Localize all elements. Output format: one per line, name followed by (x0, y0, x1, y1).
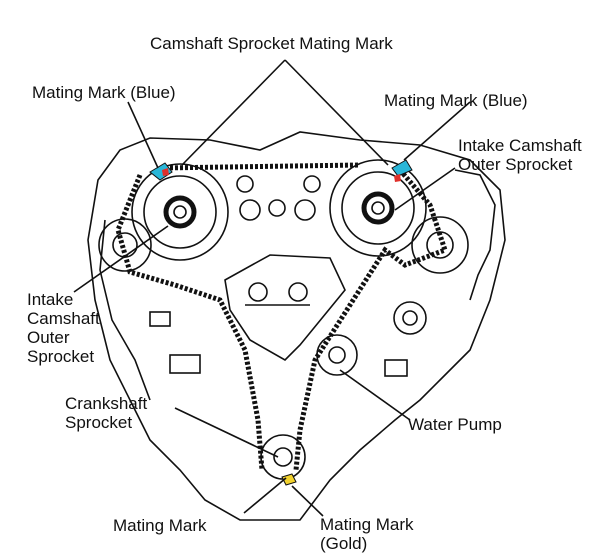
label-mating-mark-bottom: Mating Mark (113, 516, 207, 535)
label-crankshaft-sprocket-1: Crankshaft (65, 394, 148, 413)
gold-mark (281, 473, 297, 486)
right-camshaft-sprocket (329, 159, 427, 257)
left-idler-sprocket (98, 218, 152, 272)
label-crankshaft-sprocket-2: Sprocket (65, 413, 133, 432)
label-intake-left-3: Outer (27, 328, 70, 347)
label-mating-mark-gold-2: (Gold) (320, 534, 368, 553)
label-mating-mark-blue-left: Mating Mark (Blue) (32, 83, 176, 102)
right-idler-sprocket (411, 216, 469, 274)
label-camshaft-sprocket-mating-mark: Camshaft Sprocket Mating Mark (150, 34, 393, 53)
left-blue-mark (149, 162, 173, 181)
left-red-mark (162, 168, 169, 176)
label-intake-left-2: Camshaft (27, 309, 100, 328)
label-intake-left-4: Sprocket (27, 347, 95, 366)
right-blue-mark (391, 159, 413, 177)
label-mating-mark-blue-right: Mating Mark (Blue) (384, 91, 528, 110)
label-intake-camshaft-outer-sprocket-right-2: Outer Sprocket (458, 155, 573, 174)
left-camshaft-sprocket (131, 163, 229, 261)
engine-block-outline (87, 131, 506, 521)
label-mating-mark-gold-1: Mating Mark (320, 515, 414, 534)
water-pump (316, 334, 358, 376)
label-water-pump: Water Pump (408, 415, 502, 434)
label-intake-camshaft-outer-sprocket-right-1: Intake Camshaft (458, 136, 582, 155)
right-red-mark (394, 174, 401, 182)
label-intake-left-1: Intake (27, 290, 74, 309)
timing-chain (115, 162, 449, 471)
